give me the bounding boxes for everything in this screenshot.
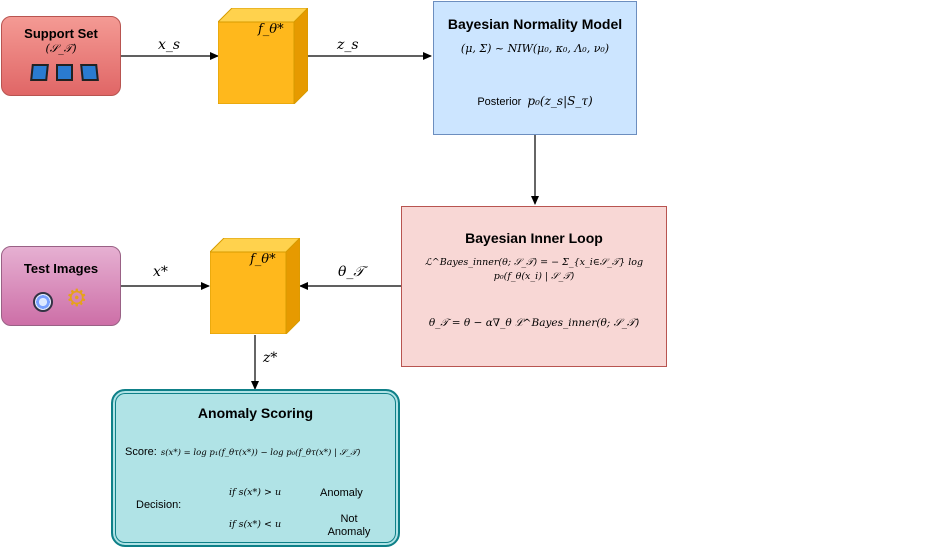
encoder-cube-top: f_θ* [218,8,308,104]
support-samples [30,64,101,81]
normality-model-prior: (μ, Σ) ~ NIW(μ₀, κ₀, Λ₀, ν₀) [460,42,610,55]
inner-loop-box: Bayesian Inner Loop ℒ^Bayes_inner(θ; 𝒮_𝒯… [401,206,667,367]
normality-model-posterior-row: Posterior p₀(z_s|S_τ) [434,94,636,108]
encoder-bottom-label: f_θ* [250,252,276,267]
support-sample-icon [80,64,99,81]
test-images-title: Test Images [23,261,99,276]
edge-label-theta-t: θ_𝒯 [338,264,365,280]
edge-label-x-star: x* [153,264,168,280]
score-formula: s(x*) = log p₁(f_θτ(x*)) − log p₀(f_θτ(x… [160,448,361,458]
support-set-title: Support Set [24,26,98,41]
decision-label: Decision: [136,499,182,511]
outcome-not-anomaly: Not Anomaly [321,513,377,539]
score-row: Score: s(x*) = log p₁(f_θτ(x*)) − log p₀… [125,446,360,458]
score-prefix: Score: [125,446,157,458]
inner-loop-title: Bayesian Inner Loop [465,230,603,246]
target-icon [33,292,53,312]
test-images-box: Test Images ⚙ [1,246,121,326]
normality-model-title: Bayesian Normality Model [447,16,623,32]
inner-loop-loss: ℒ^Bayes_inner(θ; 𝒮_𝒯) = − Σ_{x_i∈𝒮_𝒯} lo… [424,257,644,282]
edge-label-z-s: z_s [337,37,359,53]
support-set-subtitle: (𝒮_𝒯) [45,42,77,55]
cond-low: if s(x*) < u [229,519,282,530]
normality-model-box: Bayesian Normality Model (μ, Σ) ~ NIW(μ₀… [433,1,637,135]
edge-label-x-s: x_s [158,37,181,53]
posterior-prefix: Posterior [477,96,522,108]
posterior-formula: p₀(z_s|S_τ) [527,94,593,108]
gear-icon: ⚙ [66,285,88,312]
anomaly-scoring-title: Anomaly Scoring [197,405,314,421]
edge-label-z-star: z* [263,350,278,366]
outcome-not-anomaly-line2: Anomaly [327,526,371,538]
support-sample-icon [30,64,49,81]
inner-loop-update: θ_𝒯 = θ − α∇_θ ℒ^Bayes_inner(θ; 𝒮_𝒯) [428,317,640,329]
encoder-cube-bottom: f_θ* [210,238,300,334]
outcome-not-anomaly-line1: Not [340,513,358,525]
support-set-box: Support Set (𝒮_𝒯) [1,16,121,96]
encoder-top-label: f_θ* [258,22,284,37]
anomaly-scoring-box: Anomaly Scoring Score: s(x*) = log p₁(f_… [111,389,400,547]
support-sample-icon [56,64,73,81]
cond-high: if s(x*) > u [229,487,282,498]
outcome-anomaly: Anomaly [320,487,363,499]
